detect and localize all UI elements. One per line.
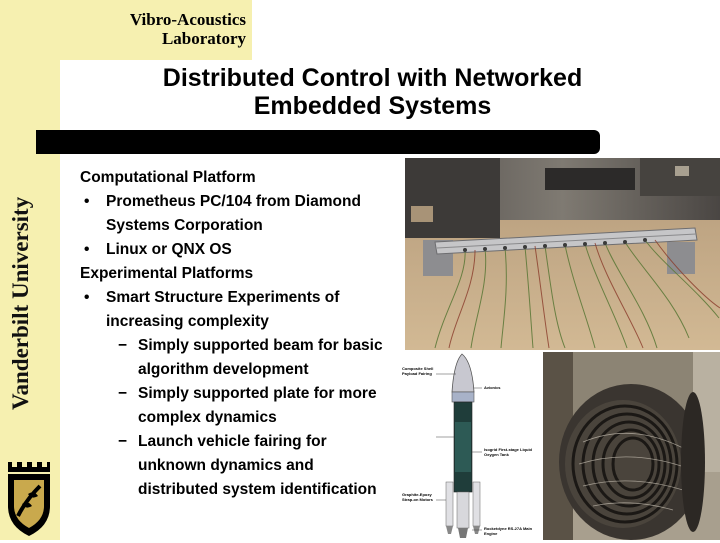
lab-name-line2: Laboratory bbox=[161, 29, 246, 48]
sub-bullet-item: − Simply supported plate for more comple… bbox=[80, 382, 395, 430]
lab-name: Vibro-Acoustics Laboratory bbox=[60, 10, 246, 48]
heading-computational-platform: Computational Platform bbox=[80, 169, 256, 186]
university-shield-logo bbox=[4, 460, 54, 538]
diagram-label: Graphite-Epoxy Strap-on Motors bbox=[402, 492, 433, 502]
bullet-item: • Linux or QNX OS bbox=[80, 238, 395, 262]
sidebar-band bbox=[0, 0, 60, 540]
university-name: Vanderbilt University bbox=[8, 196, 33, 410]
sub-bullet-text: Simply supported beam for basic algorith… bbox=[138, 337, 383, 378]
bullet-text: Smart Structure Experiments of increasin… bbox=[106, 289, 340, 330]
bullet-text: Linux or QNX OS bbox=[106, 241, 232, 258]
diagram-label: Avionics bbox=[484, 385, 501, 390]
bullet-marker: • bbox=[84, 193, 90, 210]
bullet-marker: • bbox=[84, 289, 90, 306]
dash-marker: − bbox=[118, 385, 128, 402]
bullet-text: Prometheus PC/104 from Diamond Systems C… bbox=[106, 193, 361, 234]
heading-experimental-platforms: Experimental Platforms bbox=[80, 265, 254, 282]
sub-bullet-text: Simply supported plate for more complex … bbox=[138, 385, 377, 426]
bullet-item: • Smart Structure Experiments of increas… bbox=[80, 286, 395, 334]
beam-experiment-photo bbox=[405, 158, 720, 350]
sub-bullet-item: − Launch vehicle fairing for unknown dyn… bbox=[80, 430, 395, 502]
bullet-item: • Prometheus PC/104 from Diamond Systems… bbox=[80, 190, 395, 238]
bullet-marker: • bbox=[84, 241, 90, 258]
dash-marker: − bbox=[118, 433, 128, 450]
sub-bullet-item: − Simply supported beam for basic algori… bbox=[80, 334, 395, 382]
header-band bbox=[60, 0, 252, 60]
lab-name-line1: Vibro-Acoustics bbox=[129, 10, 246, 29]
fairing-photo bbox=[543, 352, 720, 540]
slide-title-line2: Embedded Systems bbox=[253, 92, 492, 120]
slide-title: Distributed Control with Networked Embed… bbox=[100, 64, 645, 120]
diagram-label: Isogrid First-stage Liquid Oxygen Tank bbox=[484, 447, 533, 457]
slide-title-line1: Distributed Control with Networked bbox=[162, 64, 583, 92]
dash-marker: − bbox=[118, 337, 128, 354]
slide-content: Computational Platform • Prometheus PC/1… bbox=[80, 166, 395, 502]
sub-bullet-text: Launch vehicle fairing for unknown dynam… bbox=[138, 433, 377, 498]
launch-vehicle-diagram: Composite Shell Payload Fairing Avionics… bbox=[400, 352, 540, 540]
title-divider-bar bbox=[36, 130, 600, 154]
diagram-label: Rocketdyne RS-27A Main Engine bbox=[484, 526, 533, 536]
diagram-label: Composite Shell Payload Fairing bbox=[402, 366, 434, 376]
